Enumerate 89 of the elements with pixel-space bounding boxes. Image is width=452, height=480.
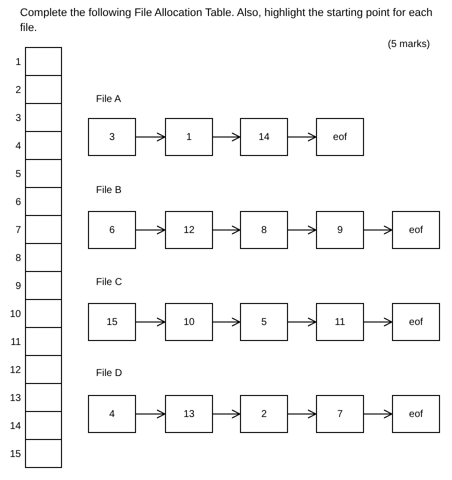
block-number: 7 <box>337 408 343 422</box>
block-box <box>392 211 440 249</box>
arrow <box>136 226 166 234</box>
block-box <box>165 303 213 341</box>
block-box <box>316 395 364 433</box>
table-cell <box>25 47 62 76</box>
row-number: 12 <box>8 364 21 378</box>
row-number: 2 <box>14 84 21 98</box>
file-label: File A <box>96 93 122 107</box>
table-cell <box>25 327 62 356</box>
block-box <box>165 211 213 249</box>
block-box <box>88 211 136 249</box>
row-number: 9 <box>14 280 21 294</box>
file-label: File C <box>96 276 124 290</box>
block-number: 10 <box>183 316 195 330</box>
arrow <box>136 410 166 418</box>
arrow <box>212 318 240 326</box>
row-number: 15 <box>8 448 21 462</box>
table-cell <box>25 355 62 384</box>
block-box <box>392 395 440 433</box>
block-number: 13 <box>183 408 195 422</box>
table-cell <box>25 243 62 272</box>
block-box <box>240 395 288 433</box>
block-number: eof <box>409 224 423 238</box>
row-number: 8 <box>14 252 21 266</box>
table-cell <box>25 103 62 132</box>
arrow <box>212 410 240 418</box>
block-number: eof <box>333 130 347 144</box>
arrow <box>288 318 316 326</box>
marks-note: (5 marks) <box>386 38 430 52</box>
block-box <box>316 118 364 156</box>
arrow <box>288 132 316 142</box>
block-number: 5 <box>261 316 267 330</box>
block-number: 12 <box>183 224 195 238</box>
arrow <box>364 226 392 234</box>
block-box <box>88 395 136 433</box>
arrow <box>212 226 240 234</box>
arrow <box>212 132 240 142</box>
block-number: 3 <box>109 130 115 144</box>
block-box <box>240 118 288 156</box>
row-number: 13 <box>8 392 21 406</box>
block-number: 14 <box>258 130 270 144</box>
arrow <box>136 132 166 142</box>
row-number: 3 <box>14 112 21 126</box>
table-cell <box>25 159 62 188</box>
block-number: eof <box>409 316 423 330</box>
row-number: 5 <box>14 168 21 182</box>
block-box <box>88 303 136 341</box>
file-label: File D <box>96 367 124 381</box>
block-box <box>240 211 288 249</box>
block-box <box>316 211 364 249</box>
arrow <box>364 410 392 418</box>
row-number: 11 <box>10 336 21 350</box>
row-number: 10 <box>8 308 21 322</box>
table-cell <box>25 75 62 104</box>
block-number: 1 <box>186 130 192 144</box>
table-cell <box>25 411 62 440</box>
table-cell <box>25 439 62 468</box>
block-box <box>316 303 364 341</box>
table-cell <box>25 187 62 216</box>
block-number: 11 <box>334 316 346 330</box>
block-number: 15 <box>106 316 118 330</box>
block-box <box>392 303 440 341</box>
table-cell <box>25 131 62 160</box>
table-cell <box>25 215 62 244</box>
arrow <box>288 226 316 234</box>
arrow <box>288 410 316 418</box>
block-number: 6 <box>109 224 115 238</box>
row-number: 4 <box>14 140 21 154</box>
block-number: 4 <box>109 408 115 422</box>
file-label: File B <box>96 184 123 198</box>
row-number: 14 <box>8 420 21 434</box>
table-cell <box>25 383 62 412</box>
block-box <box>88 118 136 156</box>
block-number: eof <box>409 408 423 422</box>
block-box <box>165 118 213 156</box>
row-number: 1 <box>14 56 21 70</box>
table-cell <box>25 299 62 328</box>
block-number: 2 <box>261 408 267 422</box>
block-number: 9 <box>337 224 343 238</box>
question-text: Complete the following File Allocation Table. Also, highlight the starting point for each file. <box>20 6 434 36</box>
row-number: 6 <box>14 196 21 210</box>
block-box <box>240 303 288 341</box>
table-cell <box>25 271 62 300</box>
arrow <box>136 318 166 326</box>
row-number: 7 <box>14 224 21 238</box>
block-box <box>165 395 213 433</box>
arrow <box>364 318 392 326</box>
block-number: 8 <box>261 224 267 238</box>
